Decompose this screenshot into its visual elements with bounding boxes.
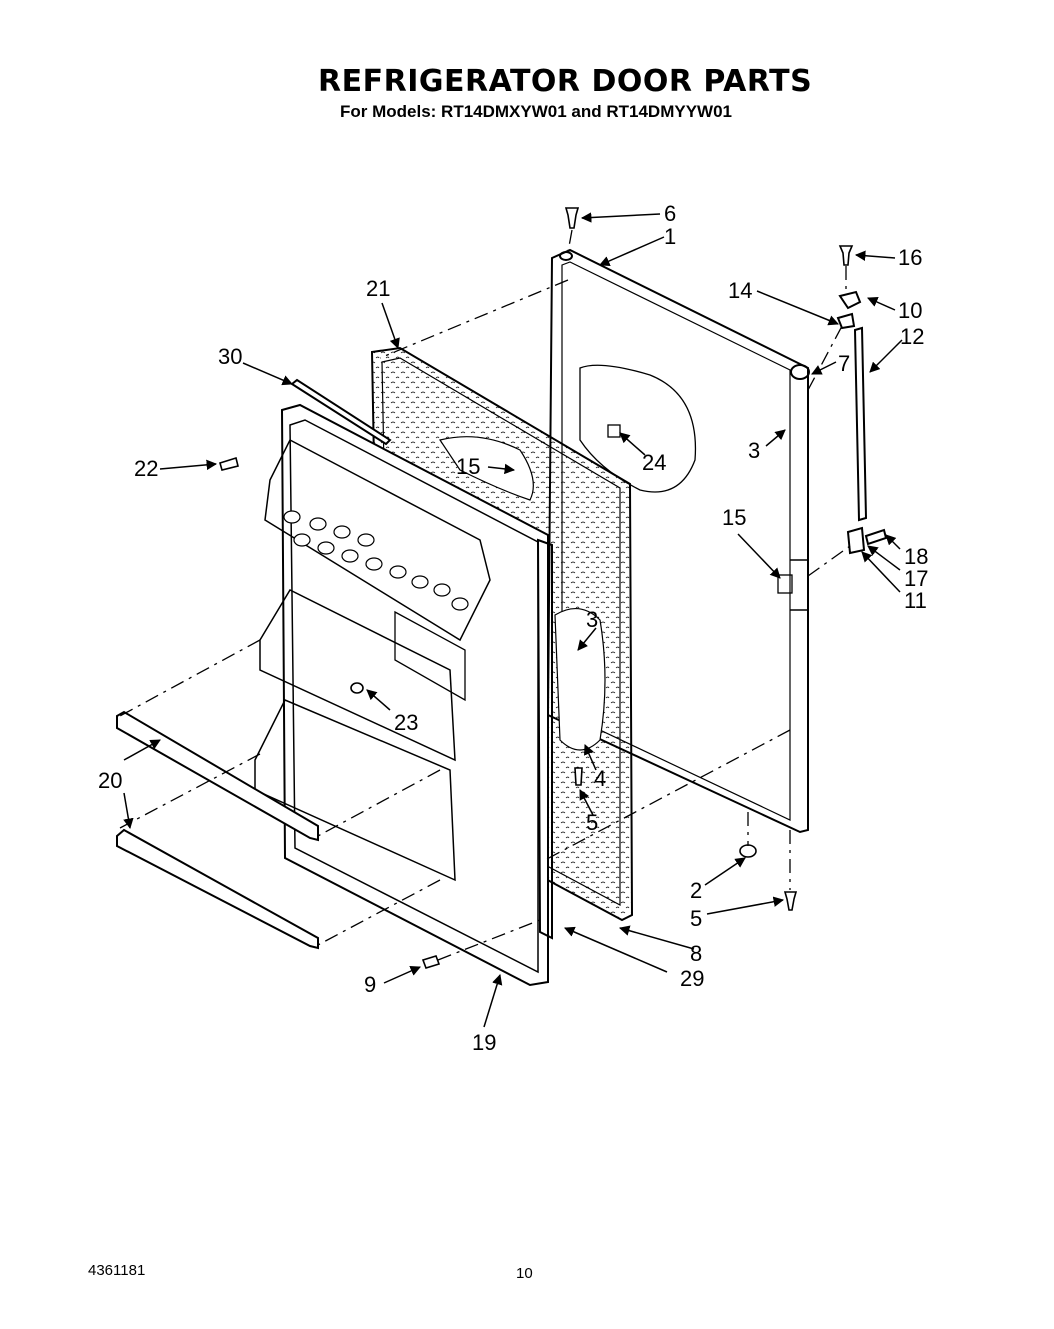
- label-part-7: 7: [838, 351, 850, 376]
- label-part-16: 16: [898, 245, 922, 270]
- page-title: REFRIGERATOR DOOR PARTS: [318, 64, 813, 99]
- label-part-30: 30: [218, 344, 242, 369]
- label-part-21: 21: [366, 276, 390, 301]
- label-part-18: 18: [904, 544, 928, 569]
- hinge-rod: [836, 290, 888, 555]
- label-part-14: 14: [728, 278, 752, 303]
- label-part-15-left: 15: [456, 454, 480, 479]
- label-part-23: 23: [394, 710, 418, 735]
- shelf-bars: [116, 710, 319, 950]
- document-number: 4361181: [88, 1262, 146, 1279]
- page-subtitle: For Models: RT14DMXYW01 and RT14DMYYW01: [340, 102, 733, 121]
- label-part-12: 12: [900, 324, 924, 349]
- label-part-15-right: 15: [722, 505, 746, 530]
- trim-strip: [290, 378, 392, 446]
- hardware: [219, 207, 854, 969]
- label-part-5-inner: 5: [586, 810, 598, 835]
- alignment-lines: [119, 229, 851, 961]
- label-part-6: 6: [664, 201, 676, 226]
- label-part-2: 2: [690, 878, 702, 903]
- label-part-29: 29: [680, 966, 704, 991]
- label-part-1: 1: [664, 224, 676, 249]
- egg-rack-cups: [283, 510, 469, 611]
- label-part-4: 4: [594, 766, 606, 791]
- label-part-10: 10: [898, 298, 922, 323]
- label-part-11: 11: [904, 588, 927, 613]
- leader-arrows: [123, 212, 903, 1028]
- page-number: 10: [516, 1265, 533, 1282]
- label-part-24: 24: [642, 450, 666, 475]
- label-part-9: 9: [364, 972, 376, 997]
- door-gasket: [536, 538, 553, 940]
- part-number-labels: 6 1 14 16 10 12 7 3 24 15 15 18 17 11 21…: [98, 201, 928, 1055]
- inner-door-liner: [254, 403, 549, 987]
- label-part-19: 19: [472, 1030, 496, 1055]
- label-part-3-lower: 3: [586, 607, 598, 632]
- label-part-20: 20: [98, 768, 122, 793]
- label-part-3-upper: 3: [748, 438, 760, 463]
- label-part-22: 22: [134, 456, 158, 481]
- label-part-17: 17: [904, 566, 928, 591]
- label-part-5-bottom: 5: [690, 906, 702, 931]
- label-part-8: 8: [690, 941, 702, 966]
